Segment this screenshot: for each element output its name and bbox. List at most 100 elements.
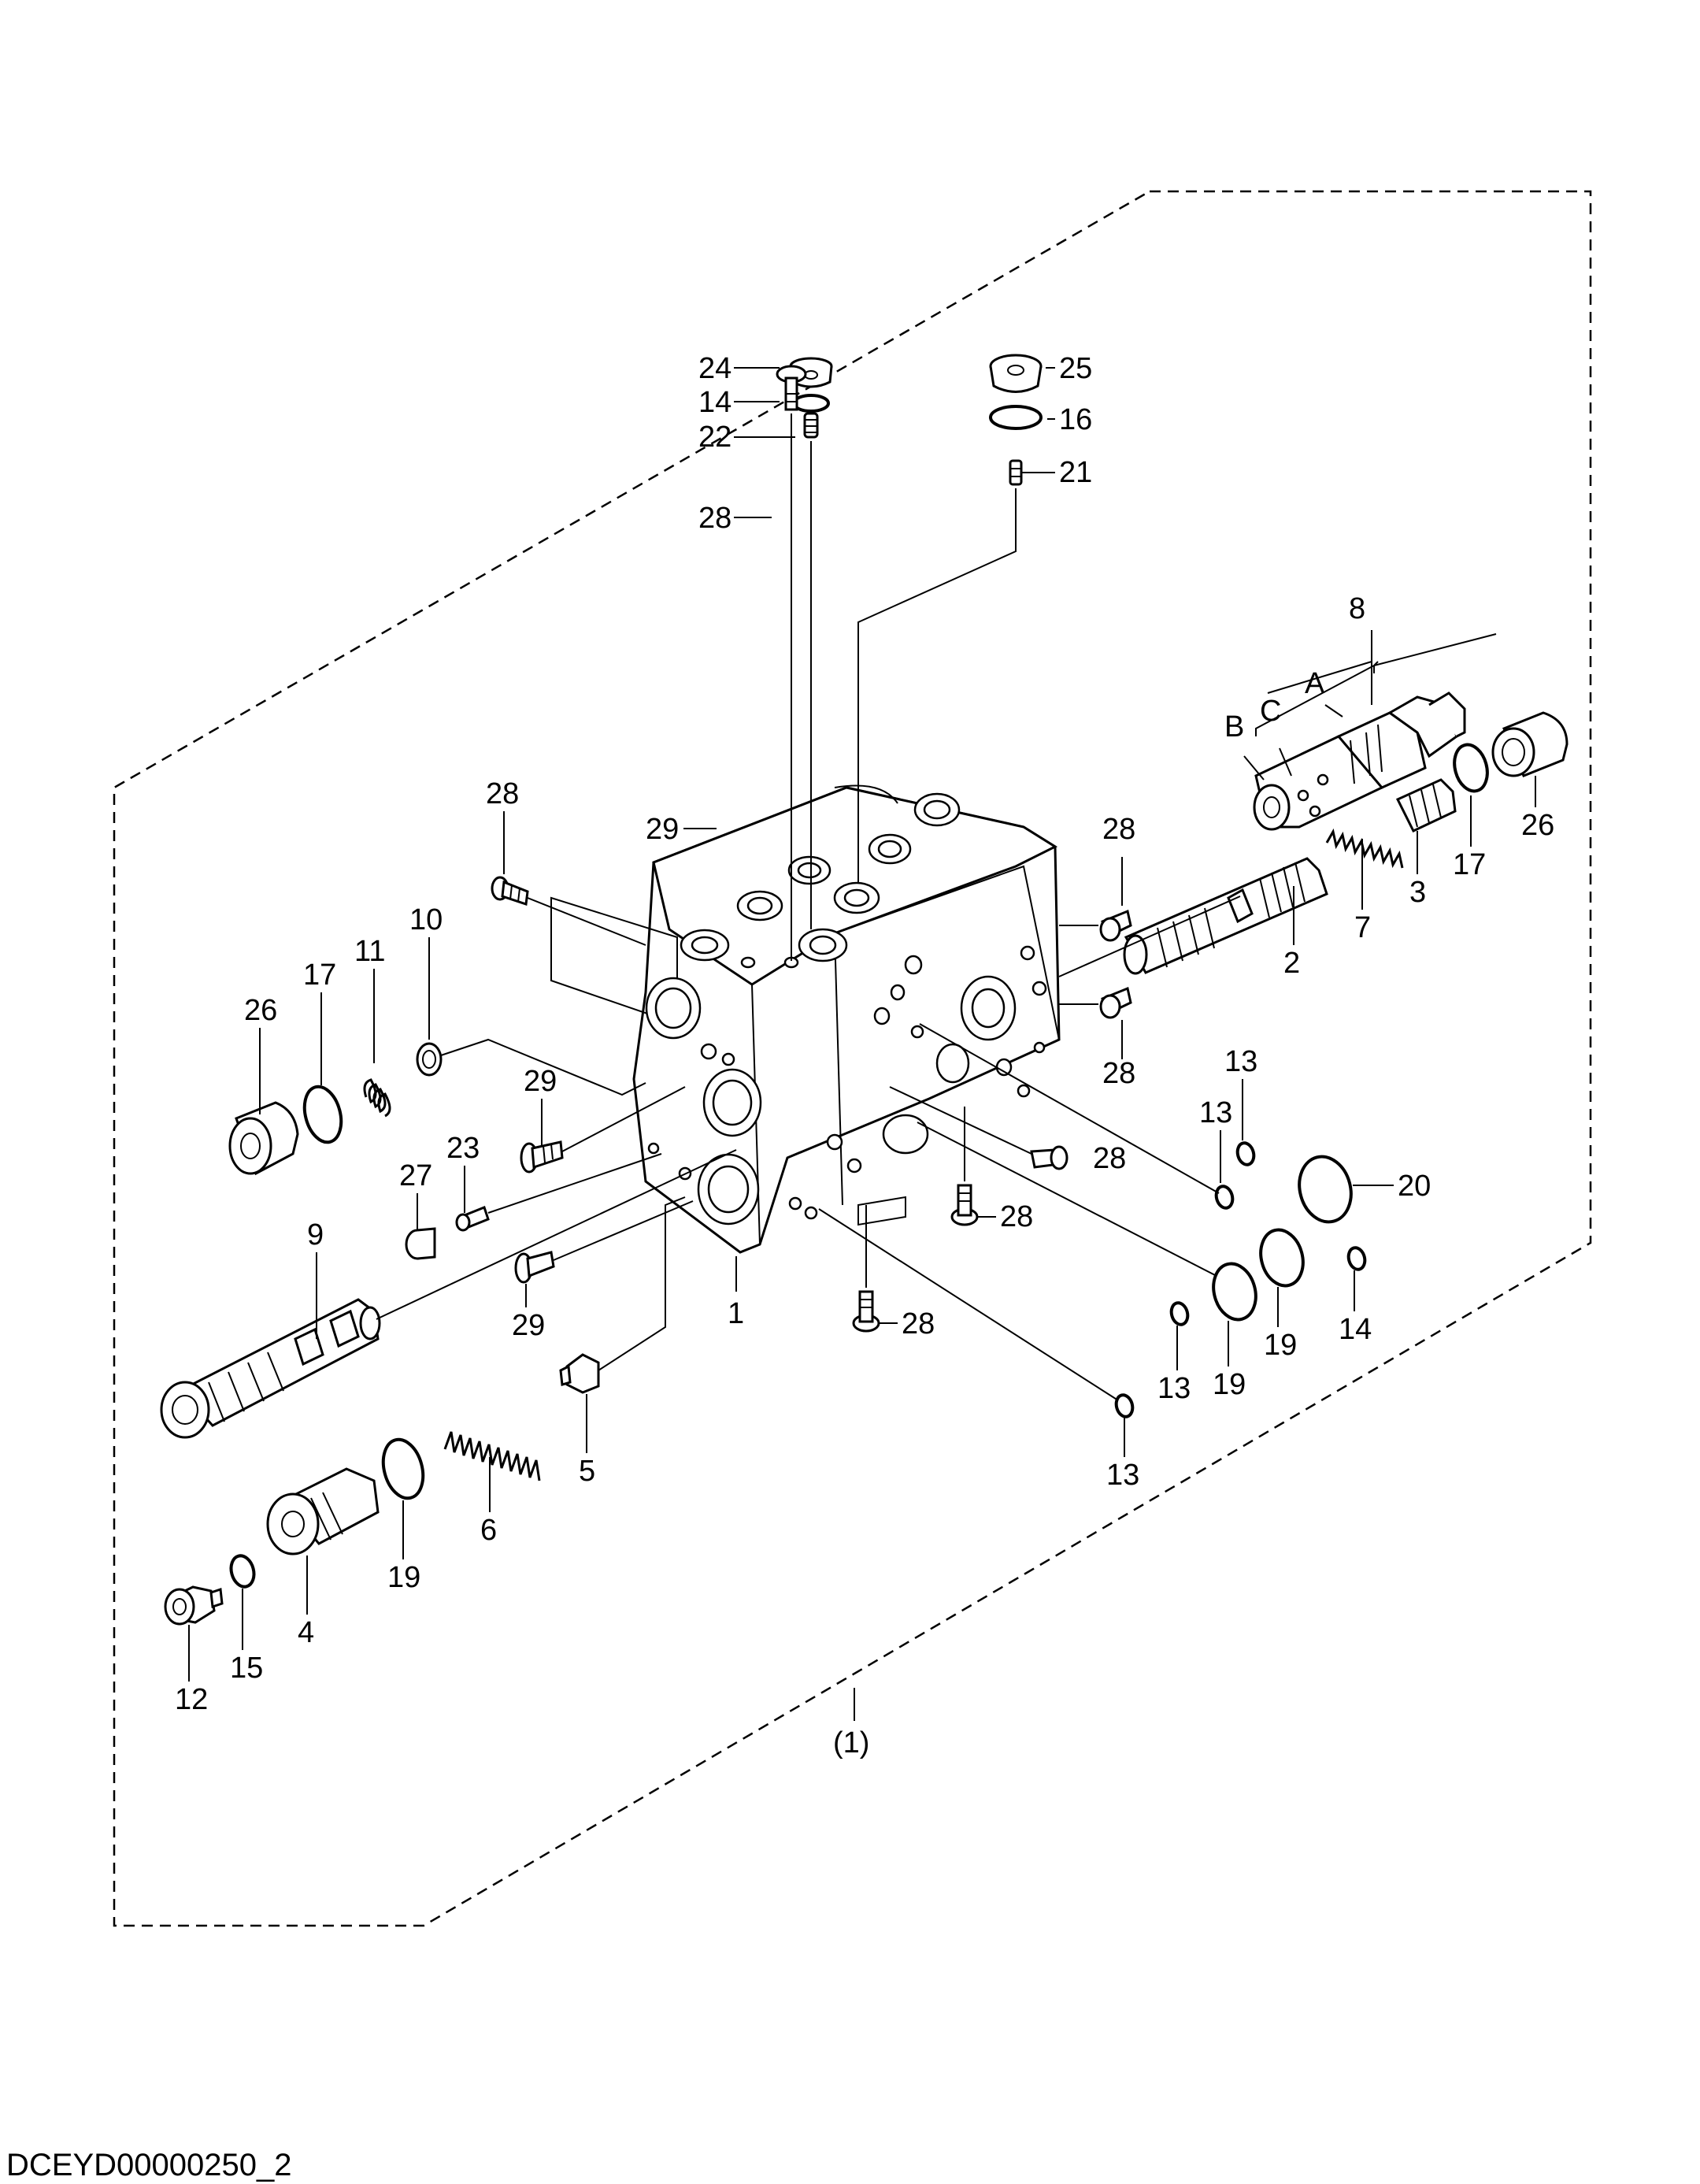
- callout-28-right-upper: 28: [1102, 813, 1135, 846]
- callout-5: 5: [579, 1455, 595, 1488]
- plug-26-left: [228, 1101, 299, 1176]
- callout-19-left: 19: [387, 1561, 420, 1594]
- o-ring-14-right: [1346, 1246, 1367, 1271]
- plug-27: [405, 1227, 436, 1260]
- o-ring-15: [229, 1554, 256, 1589]
- leader-5: [598, 1196, 686, 1371]
- pin-28-left: [491, 876, 529, 907]
- callout-10: 10: [409, 903, 443, 936]
- callout-15: 15: [230, 1652, 263, 1685]
- callout-14-top: 14: [698, 386, 731, 419]
- plug-4: [266, 1467, 380, 1555]
- spool-9: [160, 1298, 381, 1439]
- callout-26-right: 26: [1521, 809, 1554, 842]
- callout-12: 12: [175, 1683, 208, 1716]
- callout-labels: 24 14 22 28 25 16 21 8 A B C 29 28 28 28…: [175, 352, 1554, 1716]
- callout-24: 24: [698, 352, 731, 385]
- callout-26-left: 26: [244, 994, 277, 1027]
- callout-6: 6: [480, 1514, 497, 1547]
- callout-2: 2: [1283, 947, 1300, 980]
- seat-10: [416, 1042, 443, 1077]
- callout-B: B: [1224, 710, 1244, 743]
- set-screw-22: [803, 412, 819, 439]
- leader-13-a: [919, 1023, 1220, 1194]
- plug-25: [989, 354, 1043, 393]
- leader-8: [1267, 630, 1372, 705]
- bracket-8: [1255, 633, 1497, 736]
- o-ring-19-right-b: [1259, 1228, 1305, 1288]
- set-screw-23: [455, 1206, 490, 1232]
- callout-28-left: 28: [486, 777, 519, 810]
- leader-28-right-mid: [889, 1086, 1032, 1155]
- callout-11: 11: [354, 935, 385, 968]
- plug-12: [164, 1585, 224, 1626]
- leader-28-left: [527, 897, 646, 946]
- callout-25: 25: [1059, 352, 1092, 385]
- o-ring-19-right-a: [1212, 1262, 1257, 1322]
- callout-9: 9: [307, 1218, 324, 1251]
- screw-21: [1009, 459, 1023, 486]
- valve-body: [550, 784, 1061, 1254]
- leader-B: [1243, 755, 1265, 781]
- leader-9: [376, 1149, 737, 1320]
- assembly-label: (1): [833, 1726, 869, 1759]
- callout-19-right-b: 19: [1264, 1329, 1297, 1362]
- o-ring-16: [989, 405, 1043, 430]
- leader-21: [857, 488, 1017, 882]
- pin-29-left-lower: [514, 1251, 555, 1284]
- o-ring-13-b: [1214, 1185, 1235, 1210]
- plug-26-right: [1491, 711, 1569, 777]
- spacer-3: [1395, 778, 1457, 832]
- callout-A: A: [1305, 667, 1325, 700]
- callout-29-top: 29: [646, 813, 679, 846]
- pin-28-bottom-mid: [950, 1184, 979, 1226]
- diagram-code: DCEYD00000250_2: [6, 2148, 291, 2182]
- callout-28-right-lower: 28: [1102, 1057, 1135, 1090]
- spring-6: [443, 1431, 541, 1481]
- callout-22: 22: [698, 421, 731, 454]
- leader-A: [1324, 704, 1343, 717]
- o-ring-13-a: [1235, 1141, 1256, 1166]
- o-ring-13-c: [1169, 1301, 1190, 1326]
- leader-23: [487, 1153, 662, 1214]
- pin-28-bottom: [852, 1290, 880, 1333]
- leader-29-upper: [561, 1086, 686, 1152]
- callout-1: 1: [728, 1297, 744, 1330]
- pin-29-left-upper: [520, 1140, 564, 1174]
- callout-27: 27: [399, 1159, 432, 1192]
- callout-4: 4: [298, 1616, 314, 1649]
- callout-20: 20: [1398, 1170, 1431, 1203]
- callout-28-bottom-mid: 28: [1000, 1200, 1033, 1233]
- pin-28-top: [776, 365, 807, 411]
- leader-28-right-upper: [1059, 857, 1123, 926]
- callout-13-b: 13: [1199, 1096, 1232, 1129]
- callout-28-top: 28: [698, 502, 731, 535]
- callout-C: C: [1260, 695, 1281, 728]
- poppet-5: [559, 1353, 600, 1394]
- callout-13-c: 13: [1157, 1372, 1191, 1405]
- callout-17-left: 17: [303, 959, 336, 992]
- callout-16: 16: [1059, 403, 1092, 436]
- callout-7: 7: [1354, 911, 1371, 944]
- o-ring-20: [1298, 1155, 1353, 1224]
- callout-29-mid: 29: [524, 1065, 557, 1098]
- callout-21: 21: [1059, 456, 1092, 489]
- callout-28-right-mid: 28: [1093, 1142, 1126, 1175]
- callout-13-a: 13: [1224, 1045, 1257, 1078]
- leader-10: [440, 1038, 646, 1096]
- pin-28-right-upper: [1099, 909, 1132, 942]
- callout-29-bottom: 29: [512, 1309, 545, 1342]
- pin-28-right-mid: [1030, 1145, 1069, 1170]
- o-ring-19-left: [381, 1437, 425, 1500]
- o-ring-14-top: [792, 394, 830, 413]
- o-ring-17-right: [1453, 743, 1489, 793]
- o-ring-13-d: [1114, 1393, 1135, 1418]
- spool-assembly-8: [1253, 692, 1466, 831]
- spring-11: [363, 1078, 391, 1118]
- callout-14-right: 14: [1339, 1313, 1372, 1346]
- assembly-boundary: [113, 190, 1592, 1927]
- spring-7: [1325, 828, 1404, 869]
- leader-19-a: [917, 1122, 1217, 1277]
- callout-13-d: 13: [1106, 1459, 1139, 1492]
